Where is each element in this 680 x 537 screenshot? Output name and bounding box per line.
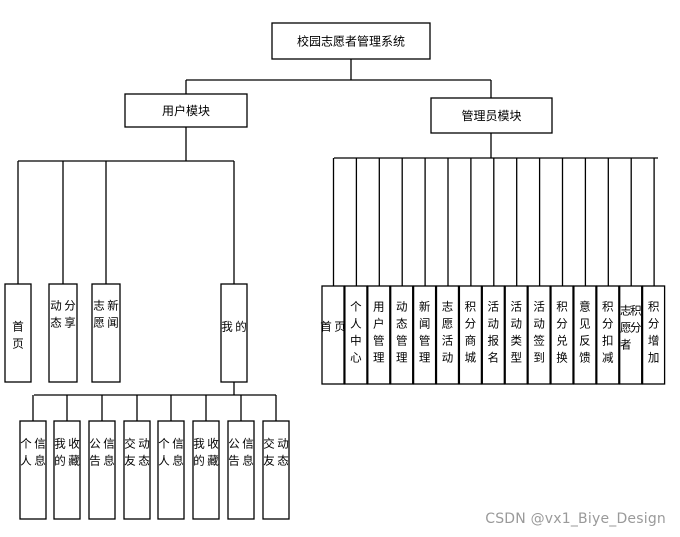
- user-child-1-box: [48, 283, 78, 383]
- mine-child-6: 公告信息: [227, 420, 255, 520]
- mine-child-1-label: 我的收藏: [54, 437, 80, 468]
- admin-module-node-label: 管理员模块: [461, 108, 521, 123]
- admin-child-13: 志愿者积分: [619, 285, 643, 385]
- mine-child-3: 交友动态: [123, 420, 151, 520]
- user-child-2-box: [91, 283, 121, 383]
- user-child-home-box: [4, 283, 32, 383]
- admin-child-10-label: 积分兑换: [556, 300, 568, 365]
- user-child-1-label: 动态分享: [50, 299, 76, 330]
- root-node: 校园志愿者管理系统: [271, 22, 431, 60]
- admin-child-10: 积分兑换: [550, 285, 574, 385]
- admin-child-14-label: 积分增加: [648, 300, 660, 365]
- admin-child-5: 志愿活动: [435, 285, 460, 385]
- admin-child-12-box: [596, 285, 620, 385]
- mine-child-2: 公告信息: [88, 420, 116, 520]
- admin-child-3: 动态管理: [390, 285, 414, 385]
- user-child-mine-box: [220, 283, 248, 383]
- user-child-2-label: 志愿新闻: [93, 299, 119, 330]
- admin-child-11-label: 意见反馈: [579, 300, 591, 365]
- root-node-box: [271, 22, 431, 60]
- mine-child-7-box: [262, 420, 290, 520]
- admin-child-1-box: [344, 285, 368, 385]
- mine-child-4-label: 个人信息: [158, 437, 184, 468]
- diagram-nodes: 校园志愿者管理系统用户模块首页动态分享志愿新闻我的个人信息我的收藏公告信息交友动…: [4, 22, 666, 520]
- user-child-2: 志愿新闻: [91, 283, 121, 383]
- admin-child-5-box: [435, 285, 460, 385]
- connector-lines: [17, 59, 658, 421]
- mine-child-3-label: 交友动态: [124, 437, 150, 468]
- admin-child-1: 个人中心: [344, 285, 368, 385]
- admin-child-13-label: 志愿者积分: [620, 304, 642, 352]
- admin-child-0-label: 首页: [320, 320, 346, 334]
- admin-child-12-label: 积分扣减: [602, 300, 614, 365]
- admin-child-6-label: 积分商城: [465, 300, 477, 365]
- admin-child-10-box: [550, 285, 574, 385]
- admin-child-0-box: [321, 285, 345, 385]
- admin-child-0: 首页: [320, 285, 346, 385]
- admin-child-2-label: 用户管理: [373, 300, 385, 365]
- admin-child-4-label: 新闻管理: [419, 300, 431, 365]
- mine-child-2-box: [88, 420, 116, 520]
- admin-child-14: 积分增加: [641, 285, 666, 385]
- user-module-node-box: [124, 93, 248, 128]
- mine-child-3-box: [123, 420, 151, 520]
- user-child-mine-label: 我的: [221, 320, 247, 334]
- admin-child-3-box: [390, 285, 414, 385]
- admin-child-7: 活动报名: [481, 285, 505, 385]
- admin-child-5-label: 志愿活动: [442, 300, 454, 365]
- mine-child-6-label: 公告信息: [228, 437, 254, 468]
- admin-child-7-box: [481, 285, 505, 385]
- admin-child-6-box: [458, 285, 483, 385]
- admin-child-7-label: 活动报名: [488, 300, 500, 365]
- user-module-node-label: 用户模块: [162, 103, 210, 118]
- user-child-home: 首页: [4, 283, 32, 383]
- mine-child-4-box: [157, 420, 185, 520]
- admin-child-13-box: [619, 285, 643, 385]
- admin-child-11-box: [573, 285, 597, 385]
- root-node-label: 校园志愿者管理系统: [297, 34, 405, 49]
- admin-child-2-box: [367, 285, 391, 385]
- user-child-mine: 我的: [220, 283, 248, 383]
- mine-child-5: 我的收藏: [192, 420, 220, 520]
- mine-child-4: 个人信息: [157, 420, 185, 520]
- user-child-1: 动态分享: [48, 283, 78, 383]
- admin-child-8: 活动类型: [504, 285, 528, 385]
- mine-child-7-label: 交友动态: [263, 437, 289, 468]
- admin-child-8-box: [504, 285, 528, 385]
- admin-child-14-box: [641, 285, 666, 385]
- admin-child-12: 积分扣减: [596, 285, 620, 385]
- admin-child-9-box: [527, 285, 551, 385]
- admin-child-11: 意见反馈: [573, 285, 597, 385]
- admin-module-node-box: [430, 97, 553, 134]
- mine-child-2-label: 公告信息: [89, 437, 115, 468]
- mine-child-0: 个人信息: [19, 420, 47, 520]
- mine-child-1: 我的收藏: [53, 420, 81, 520]
- mine-child-0-box: [19, 420, 47, 520]
- admin-child-9-label: 活动签到: [533, 300, 545, 365]
- mine-child-6-box: [227, 420, 255, 520]
- watermark: CSDN @vx1_Biye_Design: [485, 511, 666, 527]
- admin-child-2: 用户管理: [367, 285, 391, 385]
- admin-child-4: 新闻管理: [412, 285, 437, 385]
- admin-child-1-label: 个人中心: [350, 300, 362, 365]
- user-module-node: 用户模块: [124, 93, 248, 128]
- admin-child-4-box: [412, 285, 437, 385]
- admin-module-node: 管理员模块: [430, 97, 553, 134]
- mine-child-5-label: 我的收藏: [193, 437, 219, 468]
- mine-child-1-box: [53, 420, 81, 520]
- mine-child-7: 交友动态: [262, 420, 290, 520]
- admin-child-9: 活动签到: [527, 285, 551, 385]
- admin-child-3-label: 动态管理: [396, 300, 408, 365]
- user-child-home-label: 首页: [12, 320, 24, 351]
- admin-child-8-label: 活动类型: [510, 300, 522, 365]
- mine-child-0-label: 个人信息: [20, 437, 46, 468]
- mine-child-5-box: [192, 420, 220, 520]
- admin-child-6: 积分商城: [458, 285, 483, 385]
